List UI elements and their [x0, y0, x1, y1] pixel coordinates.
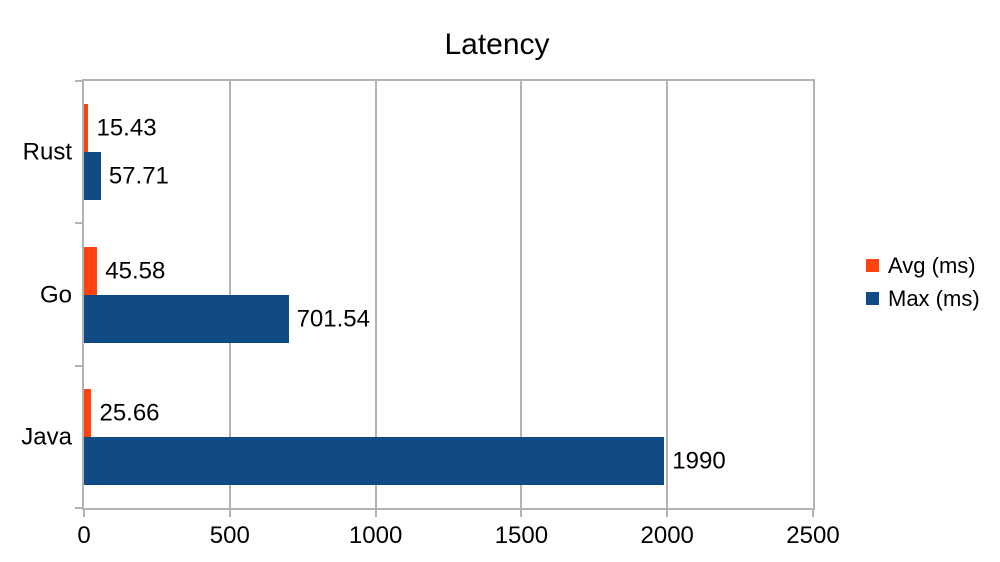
x-axis-tick-label: 1500	[494, 522, 549, 549]
x-axis-tick-mark	[374, 508, 377, 517]
legend-label: Max (ms)	[888, 286, 980, 311]
y-axis-tick-mark	[75, 222, 84, 225]
x-axis-tick-mark	[520, 508, 523, 517]
legend-item: Avg (ms)	[866, 249, 980, 282]
value-label: 57.71	[108, 162, 169, 190]
x-axis-tick-label: 1000	[348, 522, 403, 549]
y-axis-tick-mark	[75, 364, 84, 367]
bar-rust-avg	[84, 104, 89, 153]
gridline	[520, 81, 523, 508]
legend-swatch-icon	[866, 292, 879, 305]
x-axis-tick-mark	[812, 508, 814, 517]
category-label-java: Java	[21, 423, 72, 451]
value-label: 1990	[672, 447, 726, 475]
bar-java-max	[84, 436, 665, 485]
x-axis-tick-label: 0	[77, 522, 91, 549]
value-label: 45.58	[105, 257, 166, 284]
legend: Avg (ms) Max (ms)	[866, 249, 980, 315]
bar-java-avg	[84, 388, 92, 437]
x-axis-tick-label: 500	[209, 522, 250, 549]
gridline	[666, 81, 669, 508]
bar-rust-max	[84, 152, 101, 201]
chart-title: Latency	[444, 28, 550, 61]
y-axis-tick-mark	[75, 507, 84, 509]
category-label-go: Go	[39, 281, 72, 308]
bar-go-max	[84, 294, 289, 343]
x-axis-tick-label: 2500	[786, 522, 840, 549]
legend-label: Avg (ms)	[888, 253, 976, 278]
bar-go-avg	[84, 246, 98, 295]
value-label: 701.54	[296, 305, 370, 332]
x-axis-tick-mark	[228, 508, 231, 517]
category-label-rust: Rust	[22, 138, 72, 166]
x-axis-tick-label: 2000	[640, 522, 694, 549]
x-axis-tick-mark	[666, 508, 669, 517]
gridline	[374, 81, 377, 508]
legend-swatch-icon	[866, 259, 879, 272]
value-label: 25.66	[99, 399, 160, 427]
legend-item: Max (ms)	[866, 282, 980, 315]
x-axis-tick-mark	[83, 508, 85, 517]
value-label: 15.43	[96, 114, 157, 142]
y-axis-tick-mark	[75, 80, 84, 82]
